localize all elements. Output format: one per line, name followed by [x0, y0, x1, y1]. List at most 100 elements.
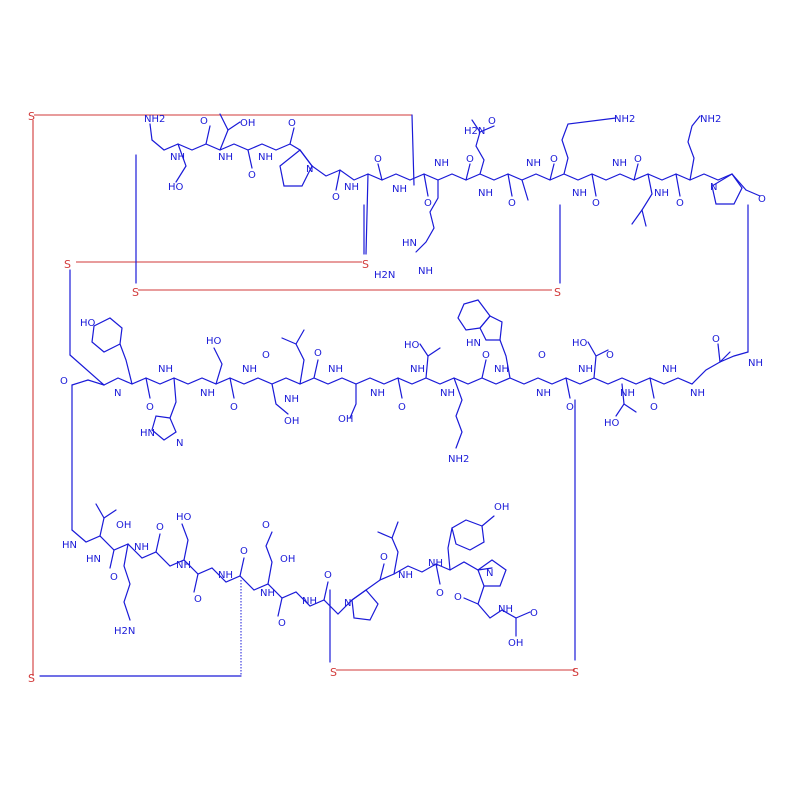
- hydroxyl-label: OH: [494, 502, 509, 513]
- amide-nh-label: NH: [258, 152, 273, 163]
- amide-nh-label: NH: [170, 152, 185, 163]
- carbonyl-o-label: O: [592, 198, 600, 209]
- amide-nh-label: NH: [612, 158, 627, 169]
- amide-nh-label: NH: [478, 188, 493, 199]
- carboxyl-oh-label: OH: [280, 554, 295, 565]
- sulfur-label: S: [28, 672, 35, 685]
- carbonyl-o-label: O: [566, 402, 574, 413]
- amide-nh-label: NH: [176, 560, 191, 571]
- amide-nh-label: NH: [526, 158, 541, 169]
- amide-nh-label: NH: [200, 388, 215, 399]
- hydroxyl-label: HO: [572, 338, 588, 349]
- hydroxyl-label: OH: [240, 118, 255, 129]
- amide-nh-label: NH: [260, 588, 275, 599]
- amide-nh-label: HN: [86, 554, 101, 565]
- guanidine-amine-label: H2N: [374, 270, 395, 281]
- amide-nh-label: NH: [654, 188, 669, 199]
- sulfur-label: S: [64, 258, 71, 271]
- carbonyl-o-label: O: [712, 334, 720, 345]
- backbone-row-3: [71, 503, 531, 637]
- carbonyl-o-label: O: [314, 348, 322, 359]
- indole-nh-label: HN: [466, 338, 481, 349]
- sulfur-label: S: [132, 286, 139, 299]
- amide-nh-label: NH: [498, 604, 513, 615]
- amide-nh-label: NH: [158, 364, 173, 375]
- carbonyl-o-label: O: [240, 546, 248, 557]
- amide-nh-label: HN: [62, 540, 77, 551]
- amide-nh-label: NH: [748, 358, 763, 369]
- amine-label: NH2: [614, 114, 635, 125]
- amide-nh-label: NH: [302, 596, 317, 607]
- amine-label: NH2: [700, 114, 721, 125]
- carbonyl-o-label: O: [230, 402, 238, 413]
- carbonyl-o-label: O: [550, 154, 558, 165]
- amide-nh-label: NH: [620, 388, 635, 399]
- amide-nh-label: N: [114, 388, 121, 399]
- hydroxyl-label: HO: [168, 182, 184, 193]
- carboxyl-o-label: O: [262, 520, 270, 531]
- carboxyl-o-label: O: [530, 608, 538, 619]
- amide-nh-label: NH: [690, 388, 705, 399]
- amide-nh-label: NH: [494, 364, 509, 375]
- amide-nh-label: NH: [572, 188, 587, 199]
- carbonyl-o-label: O: [146, 402, 154, 413]
- hydroxyl-label: OH: [338, 414, 353, 425]
- connector-lines: [39, 114, 749, 677]
- carbonyl-o-label: O: [482, 350, 490, 361]
- amide-nh-label: NH: [440, 388, 455, 399]
- carbonyl-o-label: O: [634, 154, 642, 165]
- disulfide-bridges: [32, 114, 575, 676]
- imidazole-nh-label: HN: [140, 428, 155, 439]
- amide-nh-label: NH: [434, 158, 449, 169]
- amide-nh-label: NH: [218, 152, 233, 163]
- amide-nh-label: NH: [392, 184, 407, 195]
- carbonyl-o-label: O: [278, 618, 286, 629]
- sulfur-label: S: [554, 286, 561, 299]
- hydroxyl-label: HO: [206, 336, 222, 347]
- proline-n-label: N: [306, 164, 313, 175]
- sulfur-label: S: [28, 110, 35, 123]
- hydroxyl-label: HO: [404, 340, 420, 351]
- backbone-row-1: [149, 113, 761, 255]
- sulfur-label: S: [572, 666, 579, 679]
- carbonyl-o-label: O: [676, 198, 684, 209]
- amide-nh-label: NH: [284, 394, 299, 405]
- hydroxyl-label: HO: [604, 418, 620, 429]
- carbonyl-o-label: O: [538, 350, 546, 361]
- carbonyl-o-label: O: [424, 198, 432, 209]
- carbonyl-o-label: O: [380, 552, 388, 563]
- sulfur-label: S: [330, 666, 337, 679]
- amide-nh-label: NH: [428, 558, 443, 569]
- guanidine-nh-label: HN: [402, 238, 417, 249]
- atom-labels: S S S S S S S S NH2 NH HO O NH OH O NH O…: [28, 110, 766, 685]
- carbonyl-o-label: O: [398, 402, 406, 413]
- carbonyl-o-label: O: [758, 194, 766, 205]
- amide-nh-label: NH: [344, 182, 359, 193]
- carbonyl-o-label: O: [606, 350, 614, 361]
- carbonyl-o-label: O: [248, 170, 256, 181]
- backbone-row-2: [71, 299, 749, 449]
- amide-nh-label: NH: [370, 388, 385, 399]
- carbonyl-o-label: O: [466, 154, 474, 165]
- carbonyl-o-label: O: [288, 118, 296, 129]
- amide-nh-label: NH: [410, 364, 425, 375]
- carbonyl-o-label: O: [374, 154, 382, 165]
- hydroxyl-label: OH: [284, 416, 299, 427]
- carbonyl-o-label: O: [324, 570, 332, 581]
- amide-nh-label: NH: [242, 364, 257, 375]
- imidazole-n-label: N: [176, 438, 183, 449]
- amide-nh-label: NH: [398, 570, 413, 581]
- amine-label: NH2: [448, 454, 469, 465]
- amide-nh-label: NH: [536, 388, 551, 399]
- proline-n-label: N: [710, 182, 717, 193]
- carboxyl-oh-label: OH: [508, 638, 523, 649]
- carbonyl-o-label: O: [650, 402, 658, 413]
- proline-n-label: N: [486, 568, 493, 579]
- carbonyl-o-label: O: [60, 376, 68, 387]
- carbonyl-o-label: O: [436, 588, 444, 599]
- guanidine-nh-label: NH: [418, 266, 433, 277]
- carbonyl-o-label: O: [332, 192, 340, 203]
- amide-nh-label: NH: [578, 364, 593, 375]
- carbonyl-o-label: O: [508, 198, 516, 209]
